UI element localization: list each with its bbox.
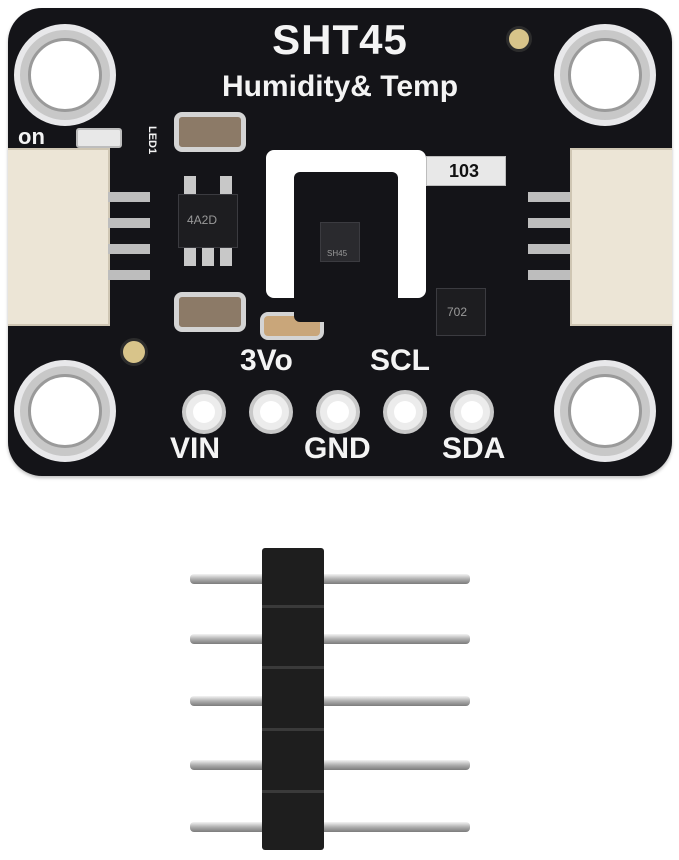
- pin-label-scl: SCL: [370, 344, 430, 377]
- header-pin: [190, 822, 470, 832]
- chip-leg: [202, 248, 214, 266]
- mosfet-code: 702: [447, 305, 468, 319]
- header-pin: [190, 574, 470, 584]
- pin-pad-scl: [383, 390, 427, 434]
- led-label: on: [18, 124, 45, 149]
- mounting-hole-icon: [554, 360, 656, 462]
- header-plastic-body: [262, 548, 324, 850]
- stemma-qt-connector-icon: [570, 148, 672, 326]
- mounting-hole-icon: [14, 360, 116, 462]
- chip-leg: [184, 176, 196, 194]
- sht45-breakout-board: SHT45 Humidity& Temp on LED1 4A2D SH45 1…: [8, 8, 672, 476]
- capacitor: [174, 292, 246, 332]
- header-pin: [190, 760, 470, 770]
- header-segment-divider: [262, 605, 324, 608]
- header-segment-divider: [262, 790, 324, 793]
- connector-pin: [528, 218, 570, 228]
- mounting-hole-icon: [14, 24, 116, 126]
- connector-pin: [108, 192, 150, 202]
- led-indicator: [76, 128, 122, 148]
- pin-pad-gnd: [316, 390, 360, 434]
- resistor-code: 103: [449, 161, 480, 181]
- connector-pin: [108, 244, 150, 254]
- header-segment-divider: [262, 666, 324, 669]
- mounting-hole-icon: [554, 24, 656, 126]
- pin-label-3vo: 3Vo: [240, 344, 293, 377]
- pin-pad-sda: [450, 390, 494, 434]
- header-pin: [190, 696, 470, 706]
- pin-label-vin: VIN: [170, 432, 221, 465]
- connector-pin: [528, 192, 570, 202]
- connector-pin: [108, 270, 150, 280]
- connector-pin: [528, 244, 570, 254]
- level-shifter-chip: 702: [436, 288, 486, 336]
- pin-pad-vin: [182, 390, 226, 434]
- header-pin: [190, 634, 470, 644]
- pin-label-gnd: GND: [304, 432, 371, 465]
- chip-leg: [220, 248, 232, 266]
- voltage-regulator-chip: 4A2D: [178, 194, 238, 248]
- pin-pad-3vo: [249, 390, 293, 434]
- capacitor: [174, 112, 246, 152]
- chip-leg: [220, 176, 232, 194]
- board-title: SHT45: [272, 16, 408, 63]
- board-subtitle: Humidity& Temp: [221, 70, 459, 103]
- connector-pin: [528, 270, 570, 280]
- fiducial-mark: [506, 26, 532, 52]
- regulator-code: 4A2D: [187, 213, 218, 227]
- led-id-label: LED1: [146, 126, 158, 155]
- stemma-qt-connector-icon: [8, 148, 110, 326]
- chip-leg: [184, 248, 196, 266]
- connector-pin: [108, 218, 150, 228]
- fiducial-mark: [120, 338, 148, 366]
- pin-label-sda: SDA: [442, 432, 506, 465]
- sensor-code: SH45: [327, 249, 348, 258]
- sht45-sensor-chip: SH45: [320, 222, 360, 262]
- header-segment-divider: [262, 728, 324, 731]
- resistor-network-chip: 103: [426, 156, 506, 186]
